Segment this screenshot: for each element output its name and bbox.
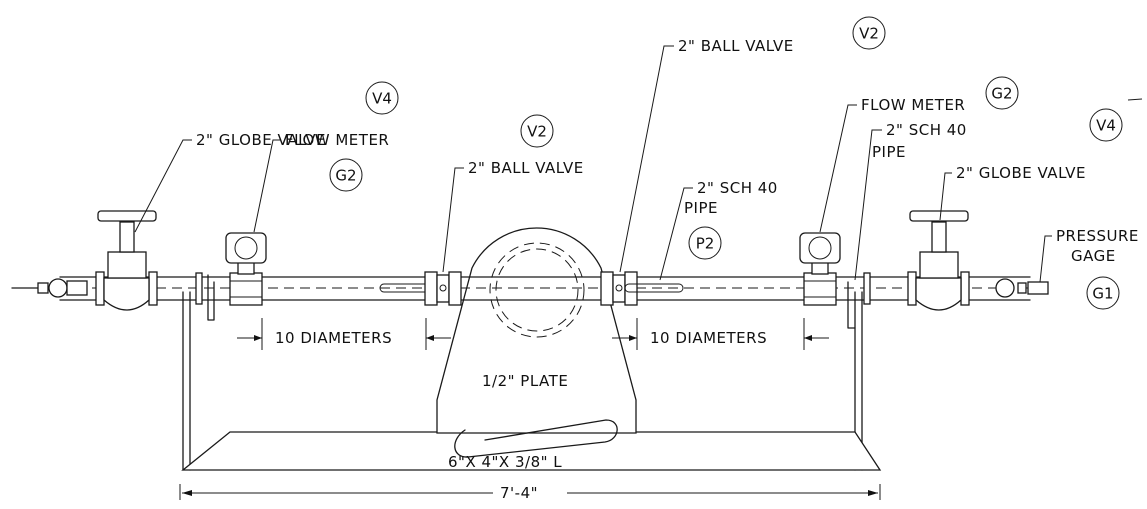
label-sch40-pipe-right-2: PIPE [872,143,906,161]
label-flow-meter-left: FLOW METER [285,131,389,149]
label-diameters-right: 10 DIAMETERS [650,329,767,347]
label-sch40-pipe-center-1: 2" SCH 40 [697,179,778,197]
label-overall-length: 7'-4" [500,484,538,502]
label-pressure-gage-2: GAGE [1071,247,1116,265]
flow-meter-left [225,232,267,306]
label-globe-valve-left: 2" GLOBE VALVE [196,131,326,149]
label-pressure-gage-1: PRESSURE [1056,227,1139,245]
globe-valve-left [95,210,158,311]
tag-circles [329,16,1123,310]
label-flow-meter-right: FLOW METER [861,96,965,114]
main-pipe [11,272,1049,305]
label-ball-valve-left: 2" BALL VALVE [468,159,584,177]
tag-flow-meter-right: G2 [991,85,1012,103]
label-angle: 6"X 4"X 3/8" L [448,453,562,471]
label-ball-valve-right: 2" BALL VALVE [678,37,794,55]
dimension-lines [179,318,881,500]
label-sch40-pipe-right-1: 2" SCH 40 [886,121,967,139]
tag-flow-meter-left: G2 [335,167,356,185]
label-plate: 1/2" PLATE [482,372,568,390]
support-plate [436,227,637,458]
tag-ball-valve-right: V2 [859,25,879,43]
tag-sch40-pipe-center: P2 [696,235,715,253]
tag-pressure-gage: G1 [1092,285,1113,303]
label-sch40-pipe-center-2: PIPE [684,199,718,217]
tag-globe-valve-left: V4 [372,90,392,108]
globe-valve-right [907,210,970,311]
ball-valve-left [379,271,462,306]
stand-frame [181,274,882,471]
tag-ball-valve-left: V2 [527,123,547,141]
ball-valve-right [600,271,684,306]
flow-meter-right [799,232,841,306]
label-globe-valve-right: 2" GLOBE VALVE [956,164,1086,182]
label-diameters-left: 10 DIAMETERS [275,329,392,347]
leader-lines [134,45,1143,283]
tag-globe-valve-right: V4 [1096,117,1116,135]
